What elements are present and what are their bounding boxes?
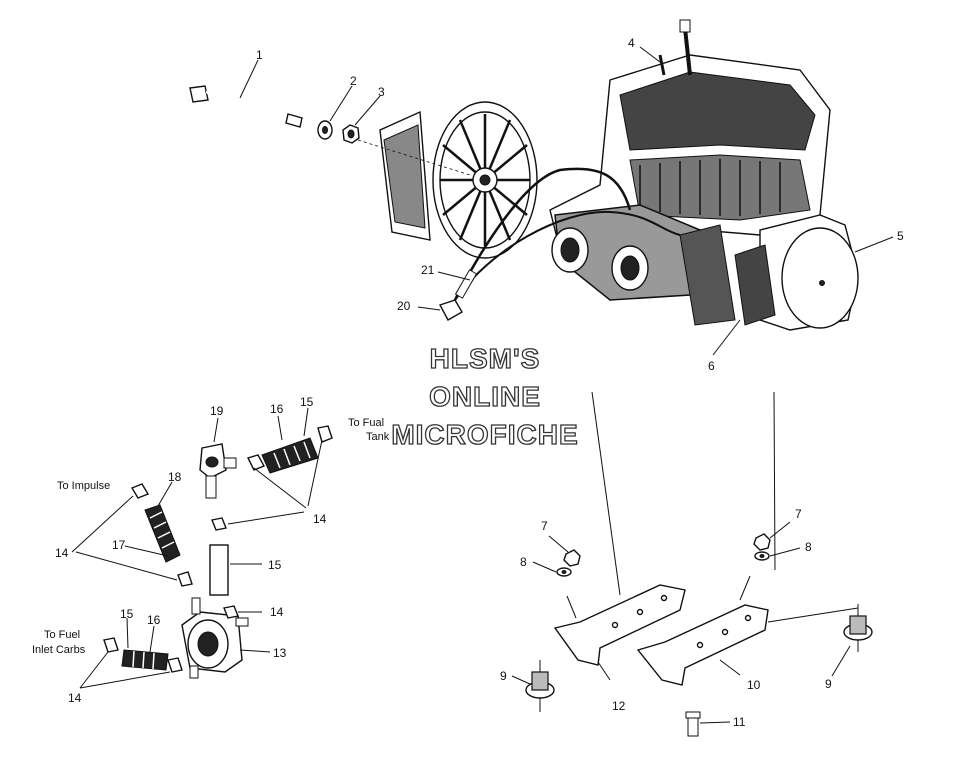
bolt-part-11 [685,711,731,737]
callout-11: 11 [733,715,746,729]
callout-1: 1 [256,48,263,62]
callout-8-right: 8 [805,540,812,554]
callout-15-top: 15 [300,395,314,409]
leader-line-left-mount [591,391,621,596]
engine-block [549,19,831,326]
clamps-part-14-bottom [79,637,183,689]
note-to-impulse: To Impulse [57,480,110,492]
callout-17: 17 [112,538,126,552]
callout-14-bottom: 14 [68,691,82,705]
fitting-part-19 [199,417,237,499]
recoil-housing-part-5 [759,214,894,331]
leader-part-17 [124,545,169,557]
watermark: HLSM'S ONLINE MICROFICHE [391,342,579,450]
callout-10: 10 [747,678,761,692]
note-to-fuel-inlet-line1: To Fuel [44,629,80,641]
callout-2: 2 [350,74,357,88]
tube-part-15 [209,544,262,596]
note-to-fuel-inlet-line2: Inlet Carbs [32,644,86,656]
hose-part-16-bottom [121,617,169,671]
callout-4: 4 [628,36,635,50]
nut-washer-parts-7-8-right [753,521,801,561]
engine-mount-part-6 [712,244,776,356]
callout-13: 13 [273,646,287,660]
callout-18: 18 [168,470,182,484]
callout-15-bottom: 15 [120,607,134,621]
fuel-pump-part-13 [181,597,271,679]
callout-14-top: 14 [313,512,327,526]
callout-14-pump: 14 [270,605,284,619]
callout-9-left: 9 [500,669,507,683]
watermark-line-2: ONLINE [429,381,541,412]
callout-3: 3 [378,85,385,99]
callout-16-top: 16 [270,402,284,416]
isolator-part-9-left [511,660,555,712]
callout-5: 5 [897,229,904,243]
note-to-fuel-tank-line2: Tank [366,431,390,443]
leader-line-right-mount [773,391,776,571]
callout-19: 19 [210,404,224,418]
callout-6: 6 [708,359,715,373]
clamps-part-14-impulse [71,483,193,587]
callout-16-bottom: 16 [147,613,161,627]
bolt-part-1 [189,59,303,128]
callout-7-left: 7 [541,519,548,533]
hose-part-16-top [261,407,319,474]
callout-20: 20 [397,299,411,313]
washer-part-2 [317,85,353,140]
clamp-part-14-top [211,425,333,531]
callout-14-impulse: 14 [55,546,69,560]
watermark-line-1: HLSM'S [430,343,541,374]
throttle-cable-part-21 [437,167,681,301]
callout-21: 21 [421,263,435,277]
mount-bracket-part-10 [636,575,859,686]
note-to-fuel-tank-line1: To Fual [348,417,384,429]
cable-clip-part-20 [417,299,463,321]
watermark-line-3: MICROFICHE [391,419,578,450]
mount-bracket-part-12 [553,584,686,681]
callout-12: 12 [612,699,626,713]
isolator-part-9-right [831,604,873,677]
hose-part-18 [144,481,181,563]
nut-washer-parts-7-8-left [532,535,581,577]
nut-part-3 [342,95,381,144]
callout-8-left: 8 [520,555,527,569]
callout-9-right: 9 [825,677,832,691]
callout-7-right: 7 [795,507,802,521]
callout-15-tube: 15 [268,558,282,572]
drive-clutch [357,101,538,259]
